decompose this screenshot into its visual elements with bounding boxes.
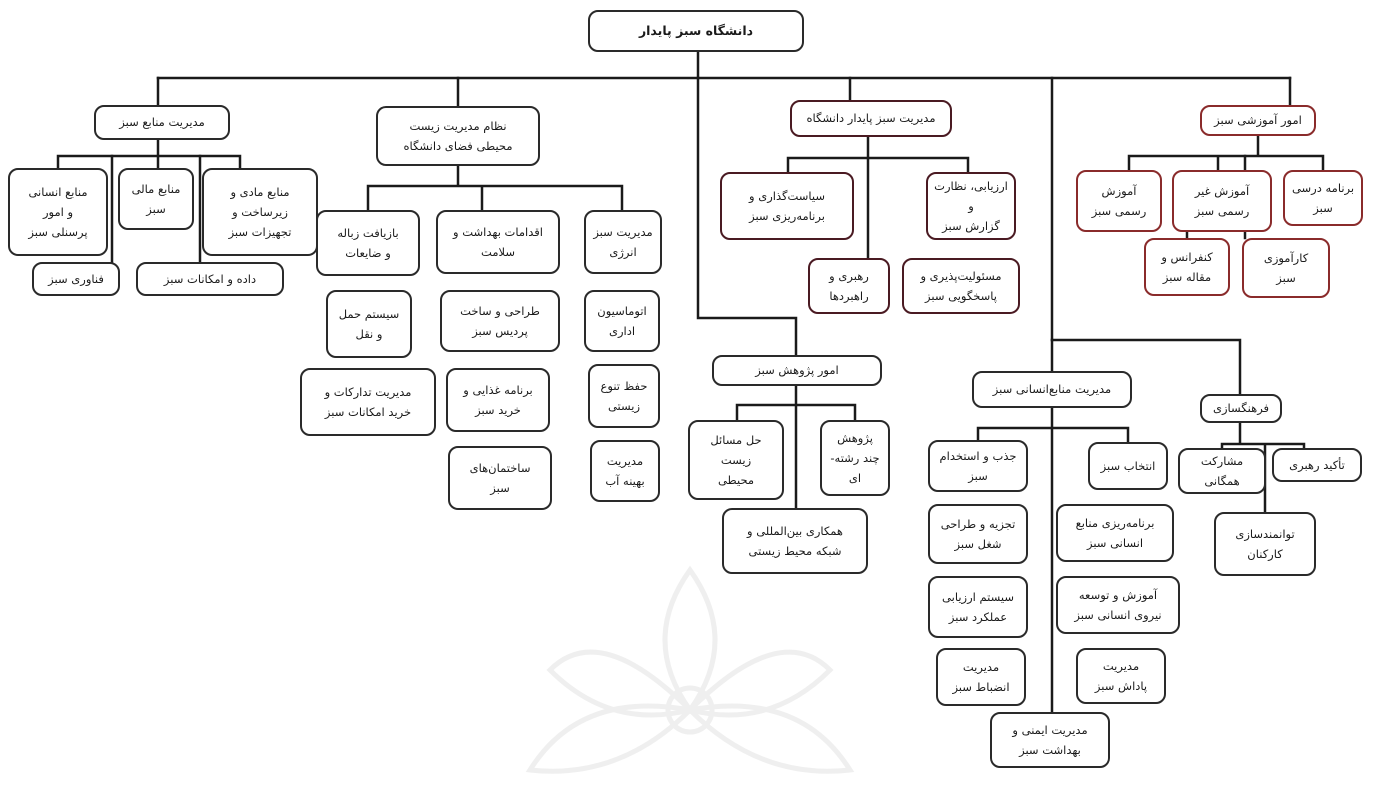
research-node: امور پژوهش سبز (712, 355, 882, 386)
energy-node: مدیریت سبز انرژی (584, 210, 662, 274)
internship-node: کارآموزی سبز (1242, 238, 1330, 298)
health-node: اقدامات بهداشت و سلامت (436, 210, 560, 274)
informal-education-node: آموزش غیر رسمی سبز (1172, 170, 1272, 232)
leadership-node: رهبری و راهبردها (808, 258, 890, 314)
curriculum-node: برنامه درسی سبز (1283, 170, 1363, 226)
participation-node: مشارکت همگانی (1178, 448, 1266, 494)
material-resources-node: منابع مادی و زیرساخت و تجهیزات سبز (202, 168, 318, 256)
water-node: مدیریت بهینه آب (590, 440, 660, 502)
hr-recruitment-node: جذب و استخدام سبز (928, 440, 1028, 492)
international-cooperation-node: همکاری بین‌المللی و شبکه محیط زیستی (722, 508, 868, 574)
hr-planning-node: برنامه‌ریزی منابع انسانی سبز (1056, 504, 1174, 562)
management-node: مدیریت سبز پایدار دانشگاه (790, 100, 952, 137)
ems-node: نظام مدیریت زیست محیطی فضای دانشگاه (376, 106, 540, 166)
culture-node: فرهنگسازی (1200, 394, 1282, 423)
root-node: دانشگاه سبز پایدار (588, 10, 804, 52)
procurement-node: مدیریت تدارکات و خرید امکانات سبز (300, 368, 436, 436)
evaluation-node: ارزیابی، نظارت و گزارش سبز (926, 172, 1016, 240)
hr-job-design-node: تجزیه و طراحی شغل سبز (928, 504, 1028, 564)
hr-training-node: آموزش و توسعه نیروی انسانی سبز (1056, 576, 1180, 634)
empowerment-node: توانمندسازی کارکنان (1214, 512, 1316, 576)
hr-safety-node: مدیریت ایمنی و بهداشت سبز (990, 712, 1110, 768)
human-resources-node: منابع انسانی و امور پرسنلی سبز (8, 168, 108, 256)
green-buildings-node: ساختمان‌های سبز (448, 446, 552, 510)
environmental-issues-node: حل مسائل زیست محیطی (688, 420, 784, 500)
financial-resources-node: منابع مالی سبز (118, 168, 194, 230)
resources-node: مدیریت منابع سبز (94, 105, 230, 140)
multidisciplinary-node: پژوهش چند رشته- ای (820, 420, 890, 496)
campus-design-node: طراحی و ساخت پردیس سبز (440, 290, 560, 352)
hr-discipline-node: مدیریت انضباط سبز (936, 648, 1026, 706)
education-node: امور آموزشی سبز (1200, 105, 1316, 136)
hr-appraisal-node: سیستم ارزیابی عملکرد سبز (928, 576, 1028, 638)
hr-node: مدیریت منابع‌انسانی سبز (972, 371, 1132, 408)
leadership-emphasis-node: تأکید رهبری (1272, 448, 1362, 482)
office-automation-node: اتوماسیون اداری (584, 290, 660, 352)
formal-education-node: آموزش رسمی سبز (1076, 170, 1162, 232)
food-procurement-node: برنامه غذایی و خرید سبز (446, 368, 550, 432)
waste-node: بازیافت زباله و ضایعات (316, 210, 420, 276)
technology-node: فناوری سبز (32, 262, 120, 296)
conference-node: کنفرانس و مقاله سبز (1144, 238, 1230, 296)
biodiversity-node: حفظ تنوع زیستی (588, 364, 660, 428)
data-facilities-node: داده و امکانات سبز (136, 262, 284, 296)
policy-node: سیاست‌گذاری و برنامه‌ریزی سبز (720, 172, 854, 240)
transport-node: سیستم حمل و نقل (326, 290, 412, 358)
hr-selection-node: انتخاب سبز (1088, 442, 1168, 490)
accountability-node: مسئولیت‌پذیری و پاسخگویی سبز (902, 258, 1020, 314)
hr-reward-node: مدیریت پاداش سبز (1076, 648, 1166, 704)
